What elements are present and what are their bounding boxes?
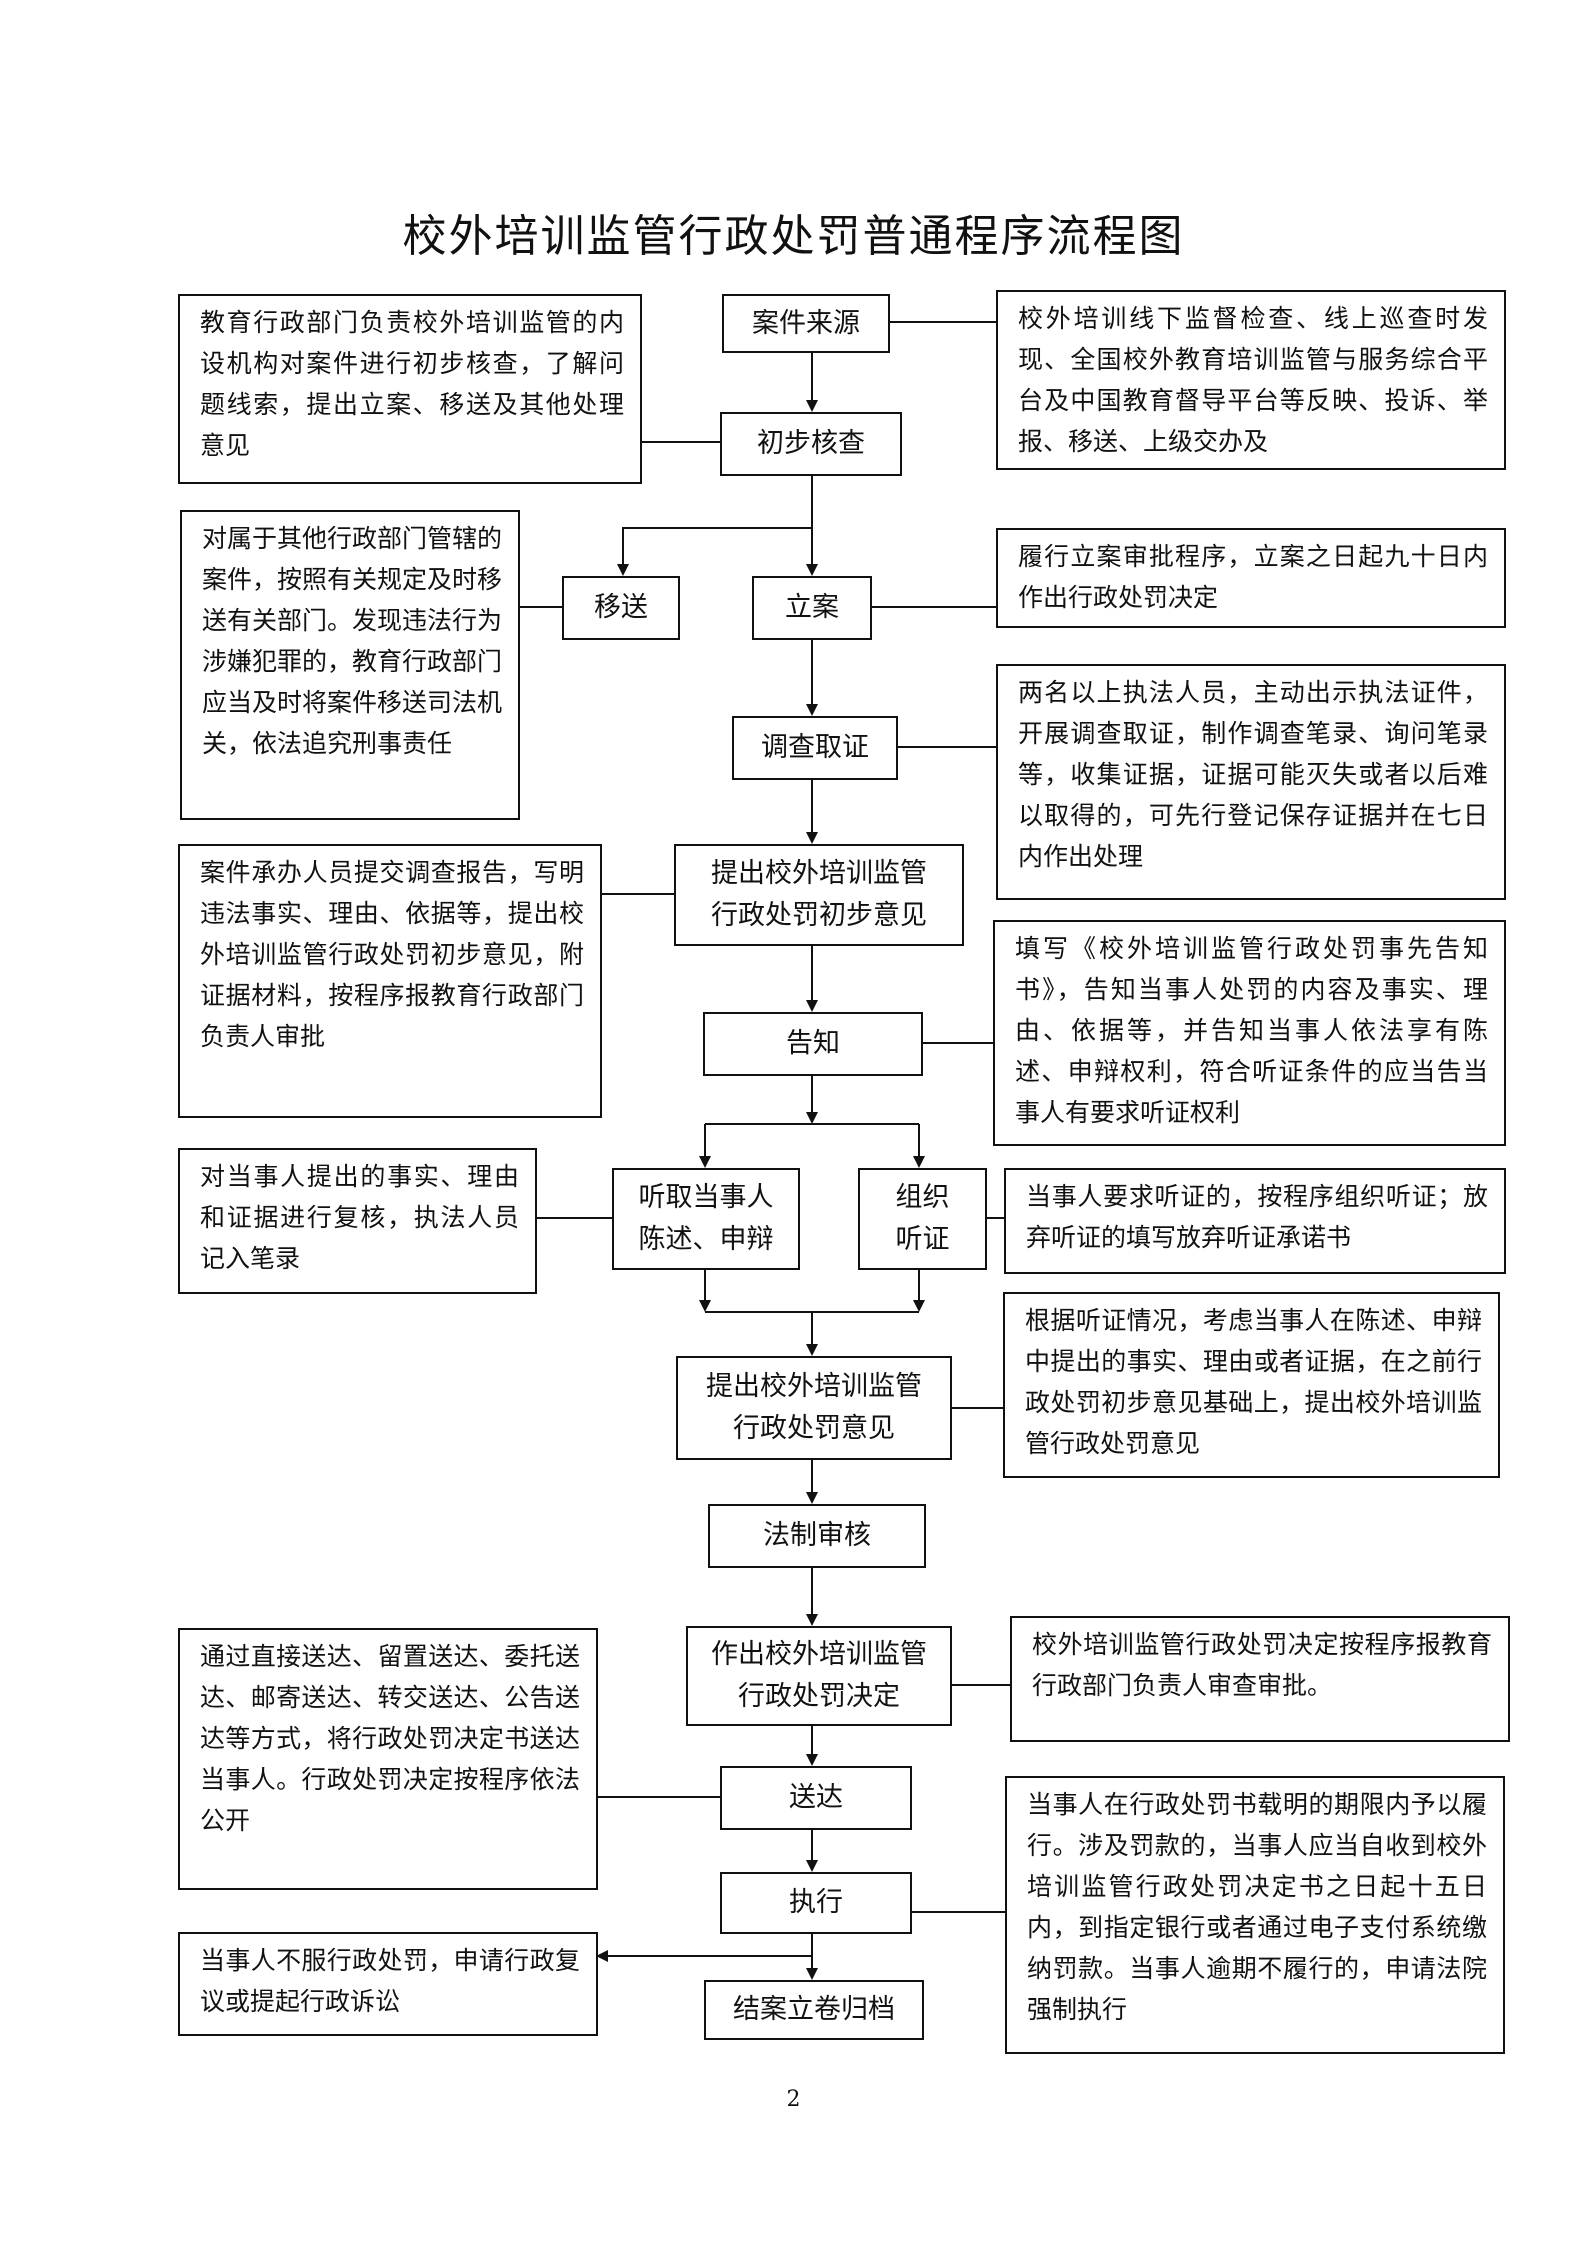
note-notify: 填写《校外培训监管行政处罚事先告知书》，告知当事人处罚的内容及事实、理由、依据等… (993, 920, 1506, 1146)
note-transfer: 对属于其他行政部门管辖的案件，按照有关规定及时移送有关部门。发现违法行为涉嫌犯罪… (180, 510, 520, 820)
note-decision: 校外培训监管行政处罚决定按程序报教育行政部门负责人审查审批。 (1010, 1616, 1510, 1742)
step-case-source: 案件来源 (722, 294, 890, 353)
step-decision: 作出校外培训监管行政处罚决定 (686, 1626, 952, 1726)
note-preliminary-opinion: 案件承办人员提交调查报告，写明违法事实、理由、依据等，提出校外培训监管行政处罚初… (178, 844, 602, 1118)
note-appeal: 当事人不服行政处罚，申请行政复议或提起行政诉讼 (178, 1932, 598, 2036)
step-archive: 结案立卷归档 (704, 1980, 924, 2040)
step-transfer: 移送 (562, 576, 680, 640)
note-delivery: 通过直接送达、留置送达、委托送达、邮寄送达、转交送达、公告送达等方式，将行政处罚… (178, 1628, 598, 1890)
step-execution: 执行 (720, 1872, 912, 1934)
step-legal-review: 法制审核 (708, 1504, 926, 1568)
step-investigation: 调查取证 (732, 716, 898, 780)
step-notify: 告知 (703, 1012, 923, 1076)
step-penalty-opinion: 提出校外培训监管行政处罚意见 (676, 1356, 952, 1460)
note-preliminary-check: 教育行政部门负责校外培训监管的内设机构对案件进行初步核查，了解问题线索，提出立案… (178, 294, 642, 484)
step-delivery: 送达 (720, 1766, 912, 1830)
arrow-check-to-transfer (617, 527, 812, 576)
note-execution: 当事人在行政处罚书载明的期限内予以履行。涉及罚款的，当事人应当自收到校外培训监管… (1005, 1776, 1505, 2054)
step-hear-statement: 听取当事人陈述、申辩 (612, 1168, 800, 1270)
note-hear-statement: 对当事人提出的事实、理由和证据进行复核，执法人员记入笔录 (178, 1148, 537, 1294)
note-case-source: 校外培训线下监督检查、线上巡查时发现、全国校外教育培训监管与服务综合平台及中国教… (996, 290, 1506, 470)
step-preliminary-check: 初步核查 (720, 412, 902, 476)
page-number: 2 (786, 2087, 801, 2112)
step-filing: 立案 (752, 576, 872, 640)
note-investigation: 两名以上执法人员，主动出示执法证件，开展调查取证，制作调查笔录、询问笔录等，收集… (996, 664, 1506, 900)
step-preliminary-opinion: 提出校外培训监管行政处罚初步意见 (674, 844, 964, 946)
note-organize-hearing: 当事人要求听证的，按程序组织听证；放弃听证的填写放弃听证承诺书 (1004, 1168, 1506, 1274)
page-title: 校外培训监管行政处罚普通程序流程图 (402, 211, 1185, 262)
step-organize-hearing: 组织听证 (858, 1168, 987, 1270)
note-filing: 履行立案审批程序，立案之日起九十日内作出行政处罚决定 (996, 528, 1506, 628)
note-penalty-opinion: 根据听证情况，考虑当事人在陈述、申辩中提出的事实、理由或者证据，在之前行政处罚初… (1003, 1292, 1500, 1478)
